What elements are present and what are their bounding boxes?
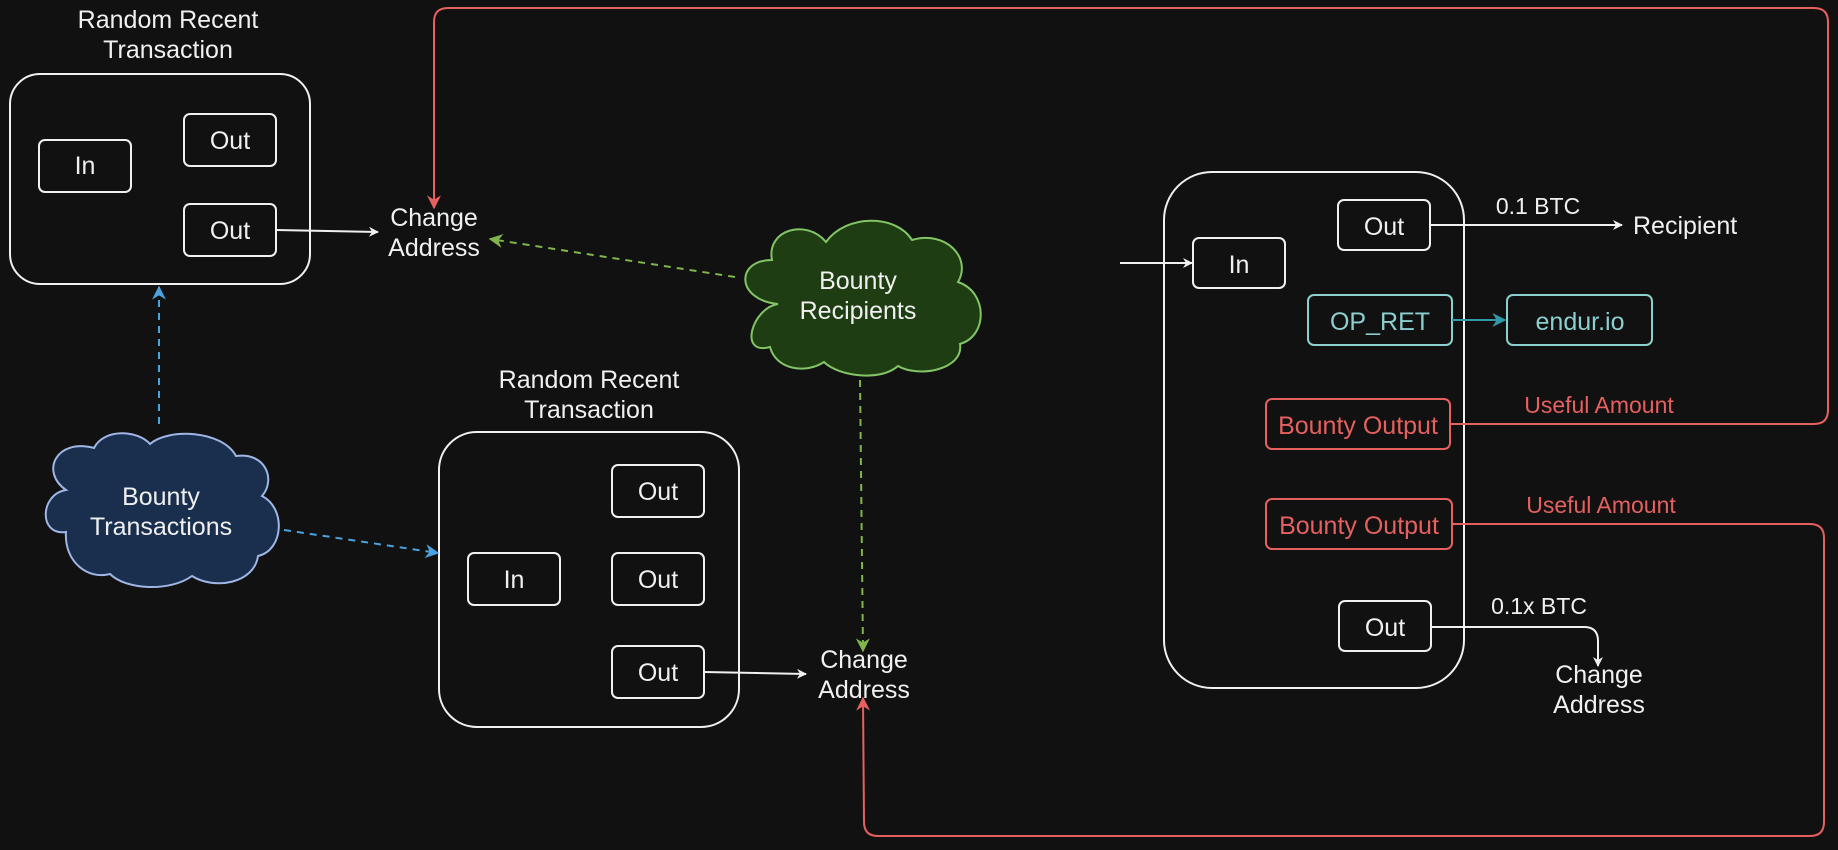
transaction-top-left: Random Recent Transaction In Out Out: [9, 6, 311, 285]
tx-bottom-out1-label: Out: [638, 478, 678, 506]
cloud-recipients-line1: Bounty: [819, 267, 897, 295]
change-address-right: Change Address: [1553, 661, 1645, 719]
cloud-bounty-recipients: Bounty Recipients: [744, 219, 982, 377]
tx-top-out1-label: Out: [210, 127, 250, 155]
bounty-tx-out-bottom-label: Out: [1365, 614, 1405, 642]
cloud-recipients-line2: Recipients: [800, 297, 917, 325]
change-address-top-line2: Address: [388, 234, 480, 262]
bounty-output-1-label: Bounty Output: [1278, 412, 1438, 440]
endur-box[interactable]: [1506, 294, 1653, 346]
useful-amount-1-label: Useful Amount: [1524, 392, 1674, 418]
amount-change-label: 0.1x BTC: [1491, 593, 1587, 619]
change-address-top: Change Address: [388, 204, 480, 262]
bounty-tx-out-top-label: Out: [1364, 213, 1404, 241]
change-address-right-line1: Change: [1555, 661, 1643, 689]
tx-top-in-label: In: [75, 152, 96, 180]
arrow-bounty-output-1-to-top-change: [427, 7, 1829, 425]
bounty-transaction: In Out OP_RET Bounty Output Bounty Outpu…: [1120, 171, 1465, 689]
bounty-tx-container[interactable]: [1163, 171, 1465, 689]
tx-top-title-line2: Transaction: [103, 36, 233, 64]
tx-top-out1-box[interactable]: [183, 113, 277, 167]
recipient-label: Recipient: [1633, 212, 1737, 240]
tx-bottom-in-label: In: [504, 566, 525, 594]
cloud-recipients-shape: [744, 219, 982, 377]
arrow-transactions-to-bottom-tx: [283, 529, 440, 559]
change-address-bottom: Change Address: [818, 646, 910, 704]
cloud-bounty-transactions: Bounty Transactions: [44, 432, 280, 588]
arrow-bottom-out-to-change: [703, 668, 807, 679]
cloud-transactions-line1: Bounty: [122, 483, 200, 511]
tx-bottom-out2-label: Out: [638, 566, 678, 594]
useful-amount-2-label: Useful Amount: [1526, 492, 1676, 518]
tx-bottom-container[interactable]: [438, 431, 740, 728]
bounty-tx-in-box[interactable]: [1192, 237, 1286, 289]
cloud-transactions-line2: Transactions: [90, 513, 232, 541]
change-address-top-line1: Change: [390, 204, 478, 232]
transaction-bottom-left: Random Recent Transaction In Out Out Out: [438, 366, 740, 728]
change-address-right-line2: Address: [1553, 691, 1645, 719]
bounty-tx-in-label: In: [1229, 251, 1250, 279]
bounty-output-2-label: Bounty Output: [1279, 512, 1439, 540]
change-address-bottom-line1: Change: [820, 646, 908, 674]
tx-top-container[interactable]: [9, 73, 311, 285]
tx-bottom-out1-box[interactable]: [611, 464, 705, 518]
op-ret-label: OP_RET: [1330, 308, 1430, 336]
tx-bottom-title-line1: Random Recent: [499, 366, 680, 394]
tx-top-title-line1: Random Recent: [78, 6, 259, 34]
arrow-bounty-output-2-to-bottom-change: [856, 523, 1825, 837]
tx-bottom-in-box[interactable]: [467, 552, 561, 606]
arrow-top-out-to-change: [275, 226, 379, 237]
endur-label: endur.io: [1536, 308, 1625, 336]
amount-recipient-label: 0.1 BTC: [1496, 193, 1580, 219]
tx-top-in-box[interactable]: [38, 139, 132, 193]
arrow-recipients-to-top-change: [488, 234, 736, 278]
tx-bottom-title-line2: Transaction: [524, 396, 654, 424]
tx-bottom-out2-box[interactable]: [611, 552, 705, 606]
tx-top-out2-label: Out: [210, 217, 250, 245]
arrow-recipients-to-bottom-change: [855, 379, 870, 653]
cloud-transactions-shape: [44, 432, 280, 588]
tx-bottom-out3-label: Out: [638, 659, 678, 687]
arrow-out-to-right-change: [1431, 626, 1603, 667]
